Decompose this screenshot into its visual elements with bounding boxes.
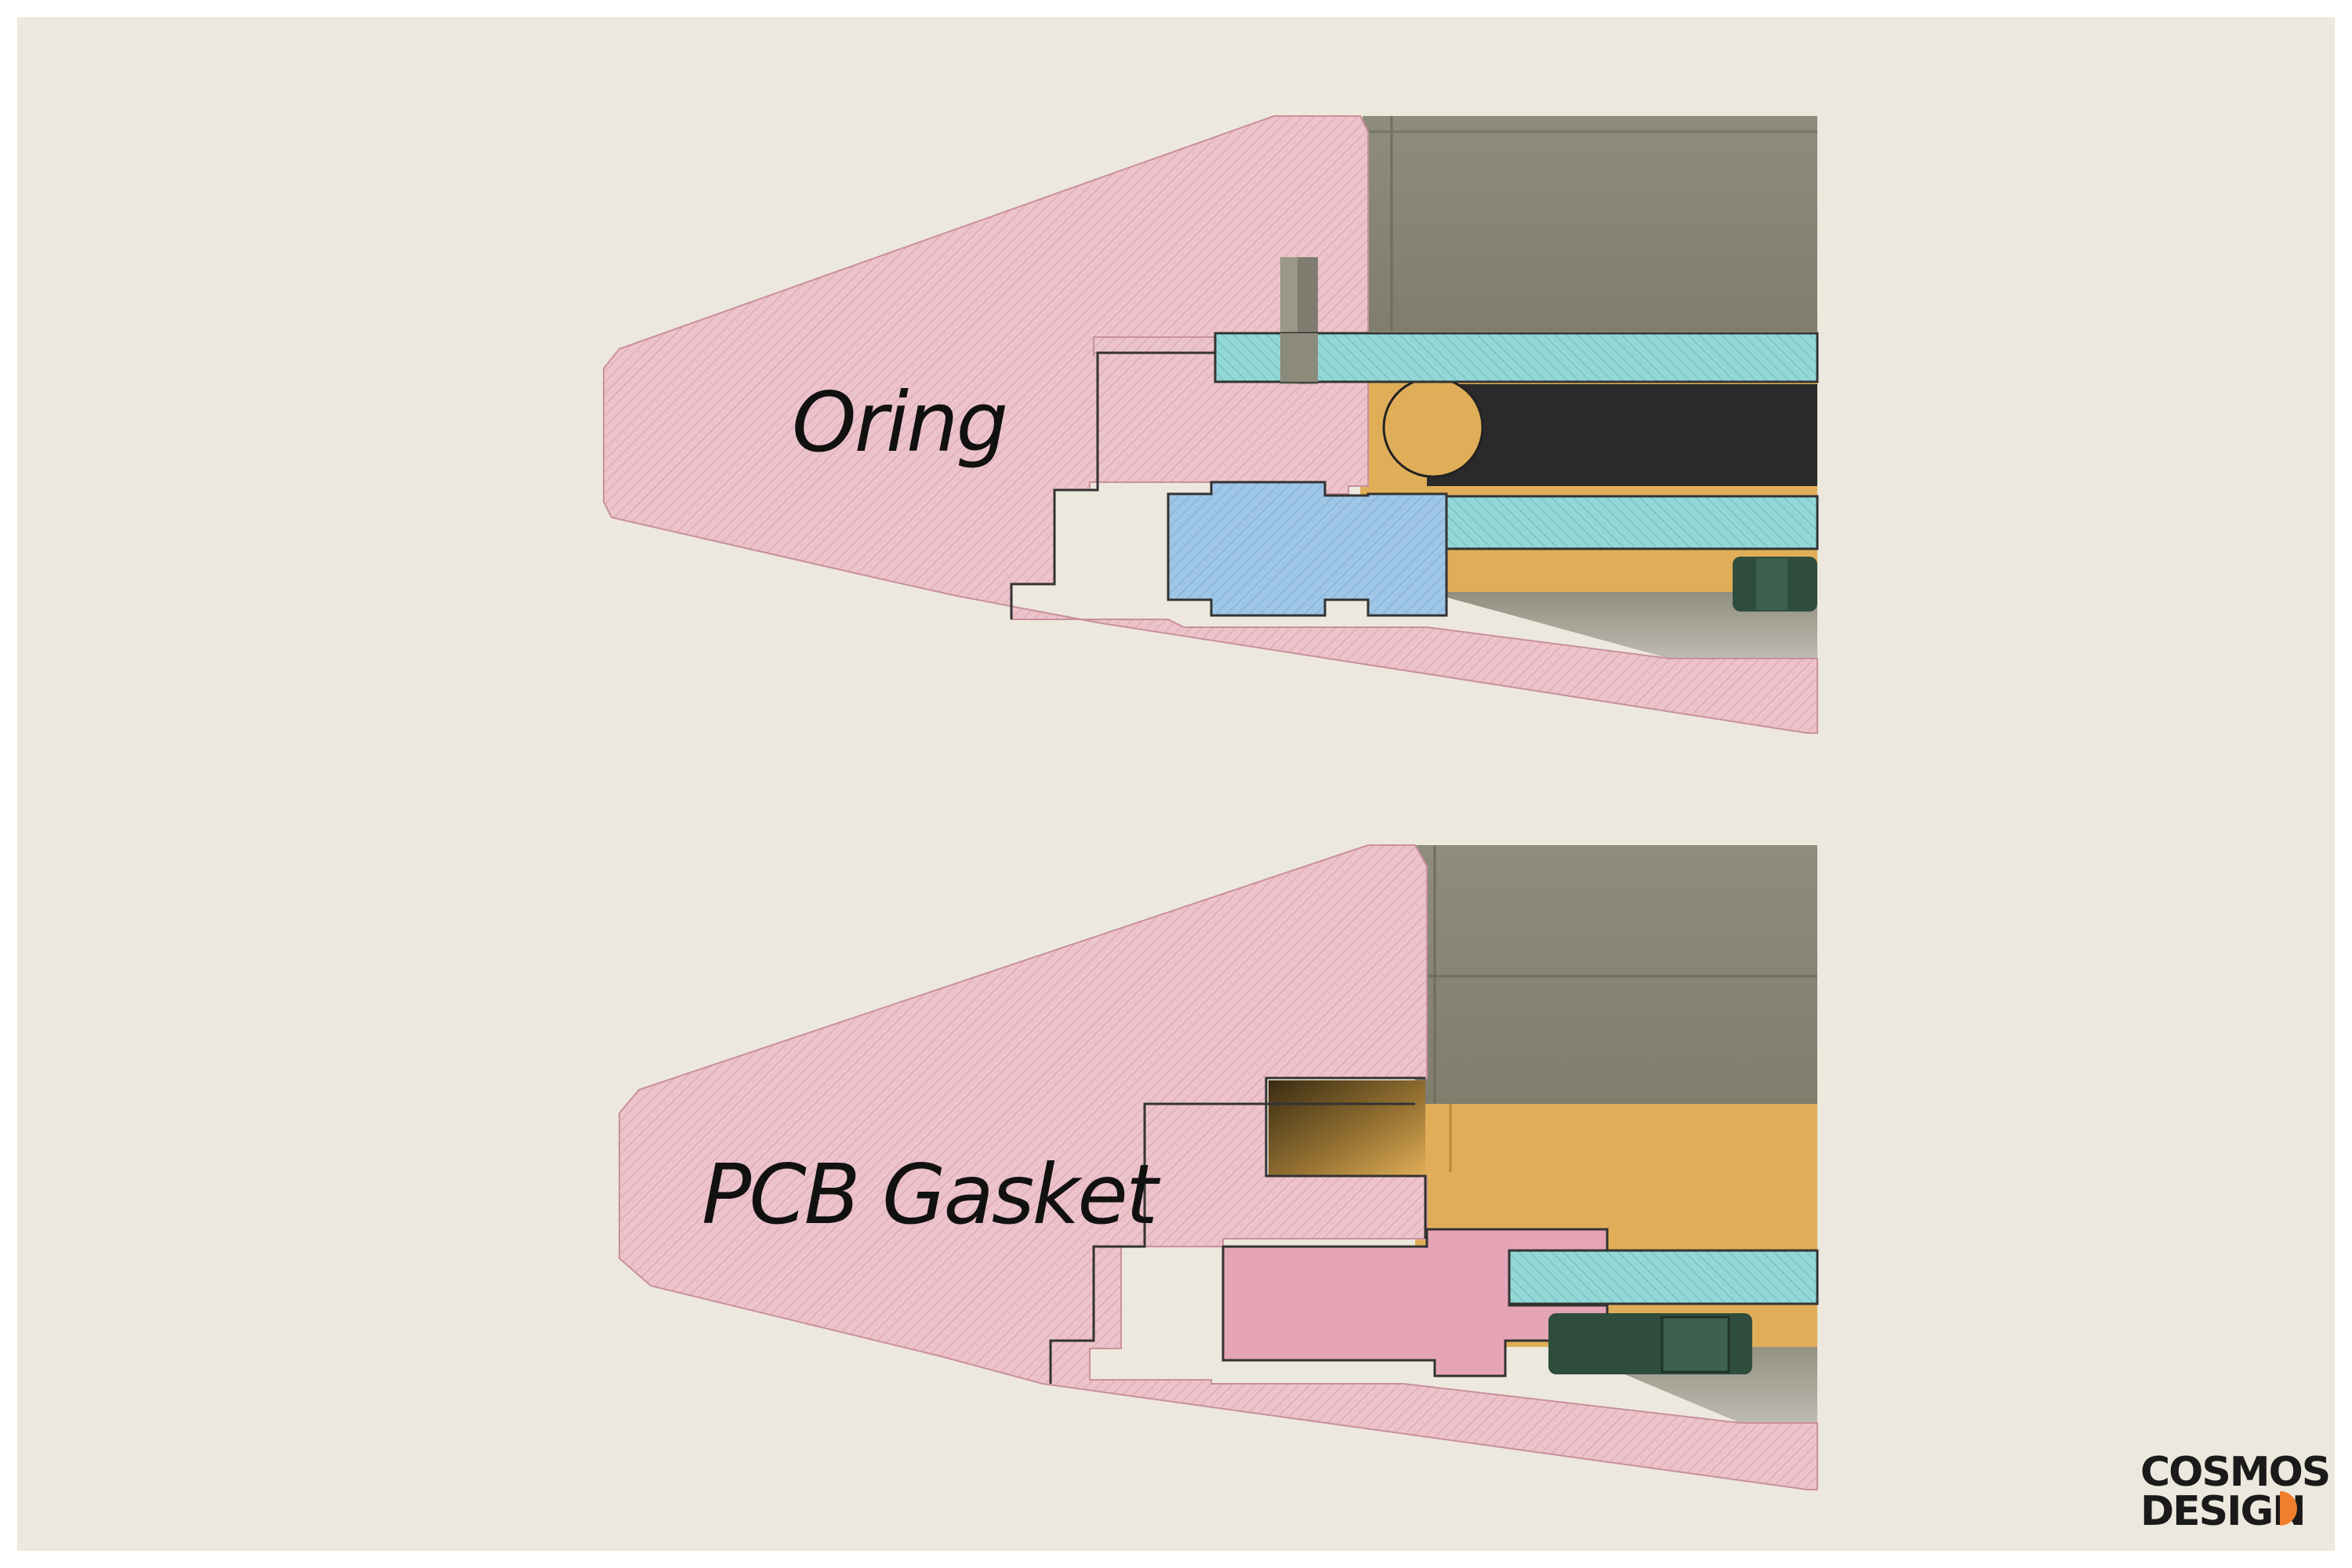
plate-2	[1508, 1249, 1819, 1305]
case-step-outline	[1010, 351, 1219, 619]
bottom-housing	[1427, 592, 1817, 659]
standoff-through-plate	[1280, 333, 1318, 382]
keycap-block-2	[1415, 845, 1817, 1104]
plate-lower	[1445, 495, 1819, 550]
oring-label: Oring	[792, 375, 1006, 470]
keycap-block	[1363, 116, 1817, 332]
orange-half-circle-icon	[2280, 1491, 2297, 1526]
cavity-outline	[1265, 1076, 1427, 1239]
oring-circle	[1382, 376, 1484, 478]
brand-logo: COSMOS DESIGN	[2140, 1449, 2331, 1535]
oring-tube	[1427, 384, 1817, 486]
pink-pcb-gasket	[1221, 1228, 1609, 1377]
panel-oring: Oring	[603, 115, 1819, 734]
pcb-gasket-label: PCB Gasket	[702, 1147, 1161, 1243]
logo-line-2: DESIGN	[2140, 1488, 2305, 1535]
switch-highlight	[1756, 558, 1788, 610]
panel-pcb-gasket: PCB Gasket	[619, 844, 1819, 1490]
blue-gasket	[1167, 481, 1448, 617]
logo-line-1: COSMOS	[2140, 1449, 2329, 1496]
case-cavity	[1269, 1080, 1425, 1176]
switch-highlight-2	[1661, 1316, 1730, 1374]
